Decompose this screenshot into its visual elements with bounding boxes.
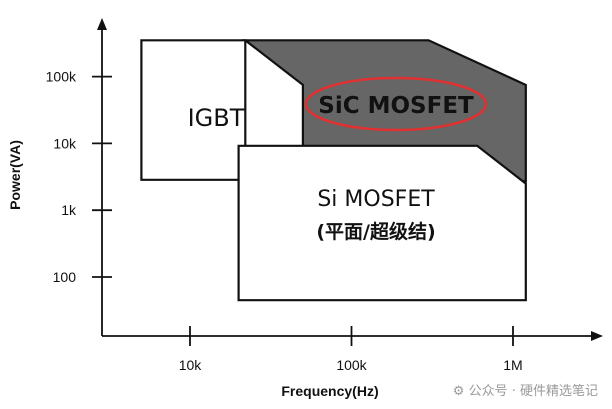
igbt-label: IGBT <box>188 104 245 132</box>
sic-highlight-ellipse <box>304 76 488 132</box>
x-axis-arrow <box>591 331 603 341</box>
watermark-icon: ⚙ <box>452 384 469 399</box>
y-tick-label-100: 100 <box>53 269 77 285</box>
axes-layer <box>92 18 603 346</box>
x-tick-label-100k: 100k <box>336 357 367 373</box>
watermark: ⚙ 公众号 · 硬件精选笔记 <box>453 380 598 399</box>
x-tick-label-10k: 10k <box>179 357 203 373</box>
y-axis-title: Power(VA) <box>7 140 23 210</box>
region-si-mosfet <box>237 144 527 302</box>
sic-mosfet-label: SiC MOSFET <box>318 93 474 119</box>
x-tick-label-1M: 1M <box>503 357 522 373</box>
y-axis-arrow <box>97 18 107 30</box>
regions-layer <box>140 39 527 302</box>
x-axis-title: Frequency(Hz) <box>281 383 378 399</box>
y-tick-label-10k: 10k <box>53 135 77 151</box>
si-mosfet-label: Si MOSFET <box>317 187 435 212</box>
si-mosfet-sublabel: (平面/超级结) <box>316 220 435 243</box>
watermark-text: 公众号 · 硬件精选笔记 <box>468 384 598 399</box>
y-tick-label-100k: 100k <box>46 69 77 85</box>
y-tick-label-1k: 1k <box>61 202 77 218</box>
